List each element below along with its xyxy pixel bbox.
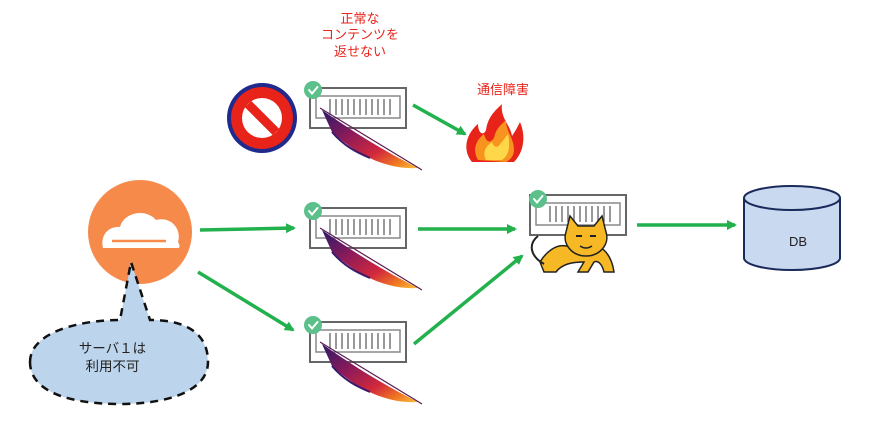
web-server-2 <box>309 207 407 249</box>
arrow-cdn-to-server3 <box>197 270 295 332</box>
arrow-cdn-to-server2 <box>199 223 296 234</box>
server-unavailable-bubble <box>28 261 210 406</box>
server-unavailable-label: サーバ１は 利用不可 <box>78 341 147 376</box>
database-cylinder-icon <box>743 185 841 271</box>
web-server-1 <box>309 87 407 129</box>
arrow-server1-to-fire <box>412 103 467 136</box>
db-label: DB <box>788 234 808 249</box>
green-check-icon-3 <box>303 315 323 335</box>
network-failure-label: 通信障害 <box>476 83 529 98</box>
fire-icon <box>466 104 524 162</box>
flow-arrows <box>197 103 737 346</box>
no-entry-icon <box>227 83 297 153</box>
cloudflare-icon <box>88 180 192 284</box>
green-check-icon-2 <box>303 201 323 221</box>
web-server-3 <box>309 321 407 363</box>
green-check-icon-4 <box>528 189 548 209</box>
arrow-server3-to-tomcat <box>412 254 524 346</box>
bad-content-label: 正常な コンテンツを 返せない <box>320 12 399 60</box>
tomcat-icon <box>530 214 615 273</box>
green-check-icon-1 <box>303 80 323 100</box>
